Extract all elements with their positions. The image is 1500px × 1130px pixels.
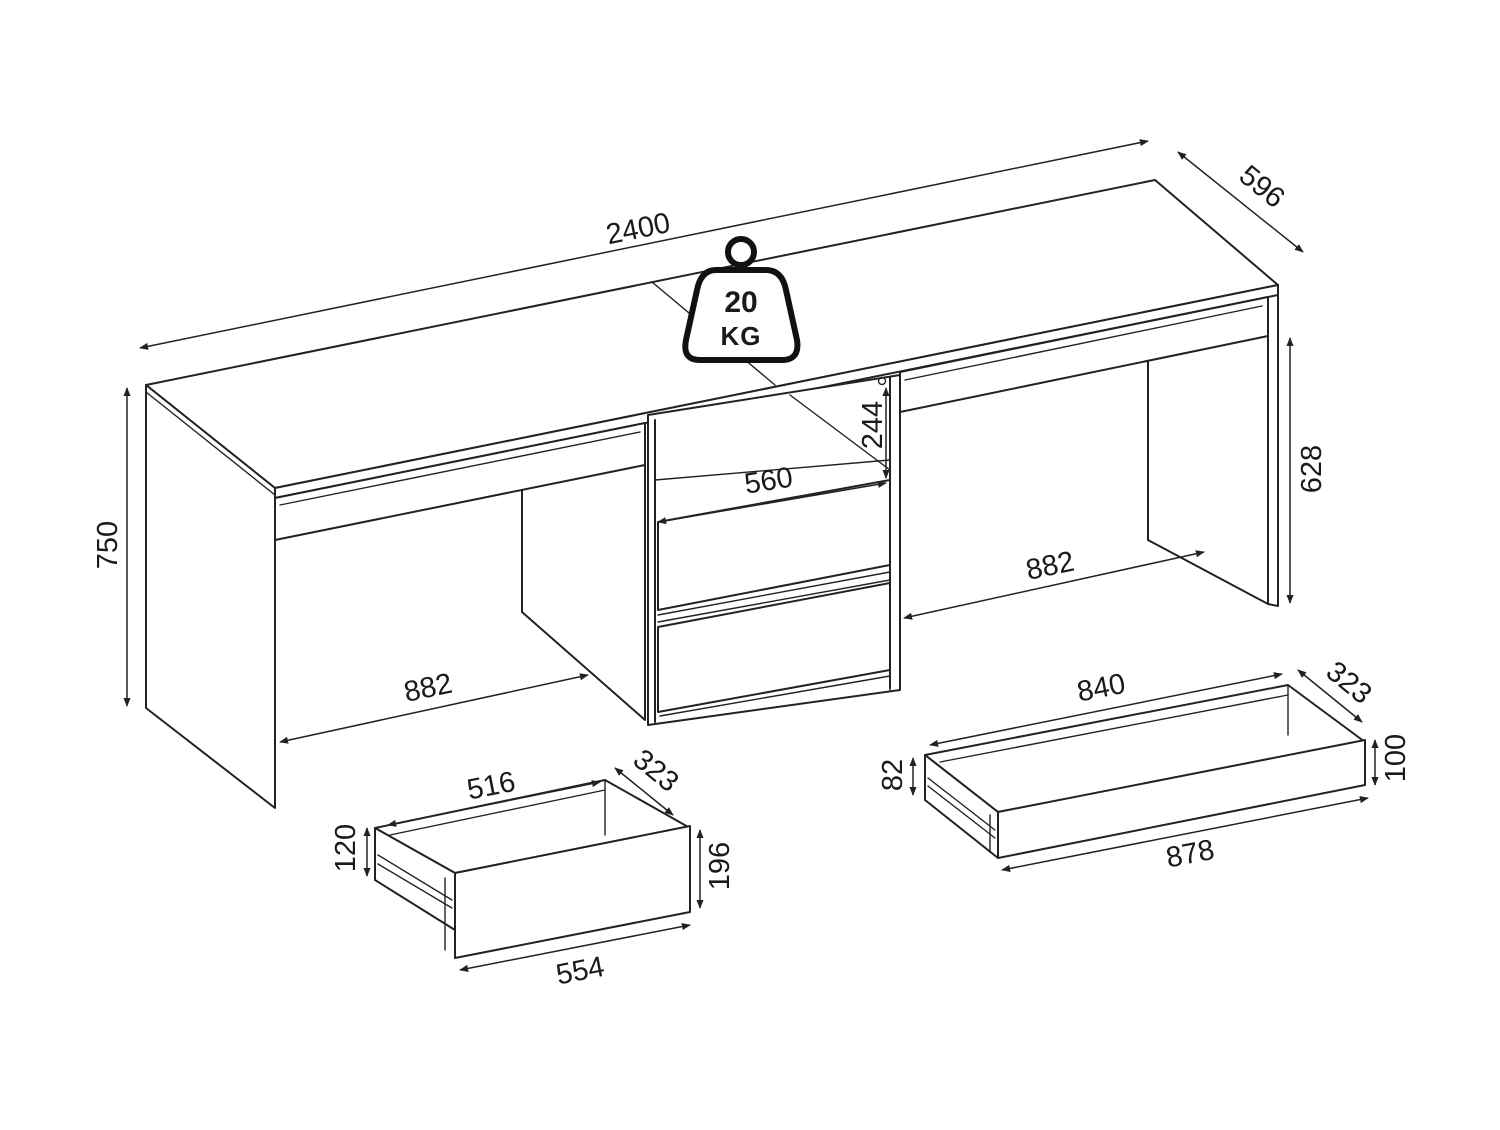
dimension-lines bbox=[123, 139, 1379, 972]
label-large-inner-width: 840 bbox=[1074, 668, 1128, 709]
dim-line-small-depth bbox=[614, 767, 674, 816]
weight-unit: KG bbox=[721, 321, 762, 351]
dim-line-total-width bbox=[139, 139, 1149, 350]
label-left-knee: 882 bbox=[401, 668, 455, 709]
label-height: 750 bbox=[92, 521, 124, 569]
label-total-width: 2400 bbox=[603, 207, 673, 251]
label-leg-clearance: 628 bbox=[1296, 445, 1328, 493]
left-leg-panel bbox=[145, 384, 276, 809]
dim-line-large-inner-width bbox=[929, 672, 1283, 747]
small-drawer-illustration bbox=[374, 779, 691, 959]
label-large-front-height: 100 bbox=[1380, 734, 1412, 782]
label-large-box-height: 82 bbox=[877, 759, 909, 791]
dim-line-depth bbox=[1177, 151, 1304, 253]
label-small-front-width: 554 bbox=[553, 951, 607, 992]
cabinet-lower-drawer bbox=[657, 582, 891, 713]
label-small-box-height: 120 bbox=[330, 824, 362, 872]
right-leg-edge bbox=[1267, 291, 1279, 607]
dim-line-cabinet-width bbox=[657, 480, 887, 525]
label-shelf-height: 244 bbox=[857, 401, 889, 449]
label-cabinet-width: 560 bbox=[742, 462, 795, 501]
large-drawer-illustration bbox=[924, 684, 1366, 859]
label-large-depth: 323 bbox=[1320, 655, 1378, 710]
dim-line-left-knee bbox=[279, 673, 589, 744]
dim-line-large-front-width bbox=[1001, 796, 1369, 872]
label-small-depth: 323 bbox=[627, 743, 685, 798]
weight-value: 20 bbox=[724, 286, 757, 319]
label-large-front-width: 878 bbox=[1163, 834, 1217, 875]
dim-line-small-inner-width bbox=[387, 780, 601, 827]
label-right-knee: 882 bbox=[1023, 546, 1077, 587]
dim-line-small-front-width bbox=[459, 923, 691, 972]
lock-knob bbox=[877, 376, 887, 386]
dim-line-large-depth bbox=[1297, 669, 1363, 723]
label-small-front-height: 196 bbox=[704, 842, 736, 890]
dim-line-right-knee bbox=[903, 550, 1205, 620]
label-depth: 596 bbox=[1233, 159, 1291, 214]
